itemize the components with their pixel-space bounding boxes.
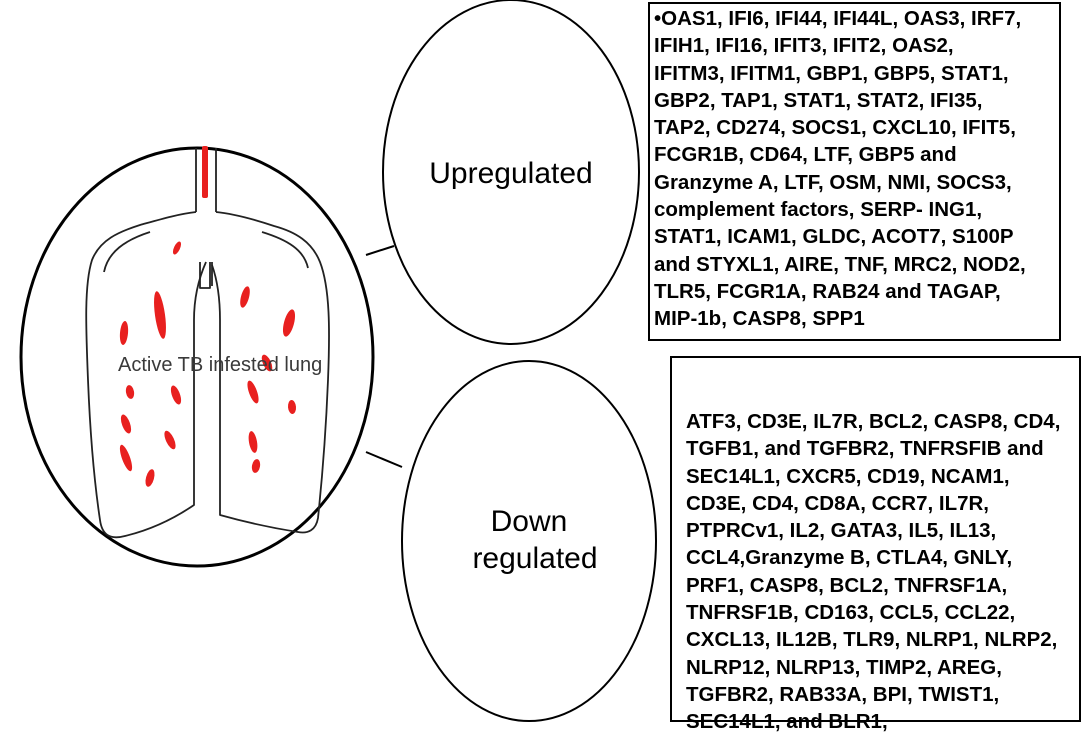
gene-list-line: CD3E, CD4, CD8A, CCR7, IL7R,	[686, 491, 990, 515]
gene-list-line: SEC14L1, CXCR5, CD19, NCAM1,	[686, 464, 1010, 488]
lesion	[261, 354, 273, 372]
gene-list-line: CXCL13, IL12B, TLR9, NLRP1, NLRP2,	[686, 628, 1058, 652]
gene-list-line: SEC14L1, and BLR1,	[686, 710, 888, 734]
gene-list-line: TNFRSF1B, CD163, CCL5, CCL22,	[686, 601, 1016, 625]
lung-circle	[19, 146, 375, 568]
gene-list-line: Granzyme A, LTF, OSM, NMI, SOCS3,	[654, 170, 1012, 194]
lesion	[248, 431, 258, 453]
downregulated-genes-box: ATF3, CD3E, IL7R, BCL2, CASP8, CD4, TGFB1…	[670, 356, 1081, 733]
lesion	[240, 286, 250, 308]
gene-list-line: complement factors, SERP- ING1,	[654, 198, 983, 222]
left-lung-outline	[85, 211, 207, 539]
right-lung-inner-line	[261, 231, 309, 269]
gene-list-line: TLR5, FCGR1A, RAB24 and TAGAP,	[654, 279, 1001, 303]
lesion	[170, 385, 182, 405]
gene-list-line: NLRP12, NLRP13, TIMP2, AREG,	[686, 655, 1002, 679]
upregulated-genes-box: •OAS1, IFI6, IFI44, IFI44L, OAS3, IRF7, I…	[648, 2, 1061, 341]
gene-list-line: GBP2, TAP1, STAT1, STAT2, IFI35,	[654, 88, 983, 112]
lung-illustration	[85, 148, 330, 539]
gene-list-line: and STYXL1, AIRE, TNF, MRC2, NOD2,	[654, 252, 1026, 276]
lesion	[125, 385, 135, 399]
gene-list-line: •OAS1, IFI6, IFI44, IFI44L, OAS3, IRF7,	[654, 7, 1022, 30]
lesion	[247, 380, 259, 404]
connector-upregulated	[365, 245, 395, 256]
gene-list-line: TAP2, CD274, SOCS1, CXCL10, IFIT5,	[654, 116, 1016, 140]
downregulated-label-line2: regulated	[472, 542, 597, 575]
gene-list-line: IFITM3, IFITM1, GBP1, GBP5, STAT1,	[654, 61, 1009, 85]
gene-list-line: PTPRCv1, IL2, GATA3, IL5, IL13,	[686, 519, 997, 543]
gene-list-line: FCGR1B, CD64, LTF, GBP5 and	[654, 143, 957, 167]
gene-list-line: IFIH1, IFI16, IFIT3, IFIT2, OAS2,	[654, 34, 954, 58]
gene-list-line: ATF3, CD3E, IL7R, BCL2, CASP8, CD4,	[686, 410, 1061, 433]
gene-list-line: STAT1, ICAM1, GLDC, ACOT7, S100P	[654, 225, 1014, 249]
lesion	[119, 321, 129, 345]
gene-list-line: PRF1, CASP8, BCL2, TNFRSF1A,	[686, 573, 1008, 597]
lesion	[154, 291, 166, 339]
upregulated-label: Upregulated	[429, 157, 592, 190]
trachea-outline	[195, 148, 217, 212]
downregulated-label-line1: Down	[491, 505, 568, 538]
right-lung-outline	[211, 211, 330, 534]
gene-list-line: MIP-1b, CASP8, SPP1	[654, 307, 865, 331]
gene-list-line: TGFB1, and TGFBR2, TNFRSFIB and	[686, 437, 1044, 461]
lesion	[145, 469, 155, 487]
bronchus-left	[199, 262, 211, 289]
downregulated-oval	[401, 360, 657, 722]
lesion	[282, 309, 296, 337]
lung-caption: Active TB infested lung	[118, 354, 322, 376]
lesion-trachea	[202, 146, 208, 198]
upregulated-oval	[382, 0, 640, 345]
left-lung-inner-line	[103, 231, 151, 273]
connector-downregulated	[365, 451, 403, 468]
tb-lesions	[119, 146, 297, 487]
lesion	[251, 459, 261, 473]
gene-list-line: CCL4,Granzyme B, CTLA4, GNLY,	[686, 546, 1013, 570]
lesion	[287, 400, 297, 414]
lesion	[120, 414, 132, 434]
lesion	[164, 430, 176, 450]
lesion	[172, 241, 182, 255]
lesion	[119, 444, 133, 472]
gene-list-line: TGFBR2, RAB33A, BPI, TWIST1,	[686, 682, 1000, 706]
